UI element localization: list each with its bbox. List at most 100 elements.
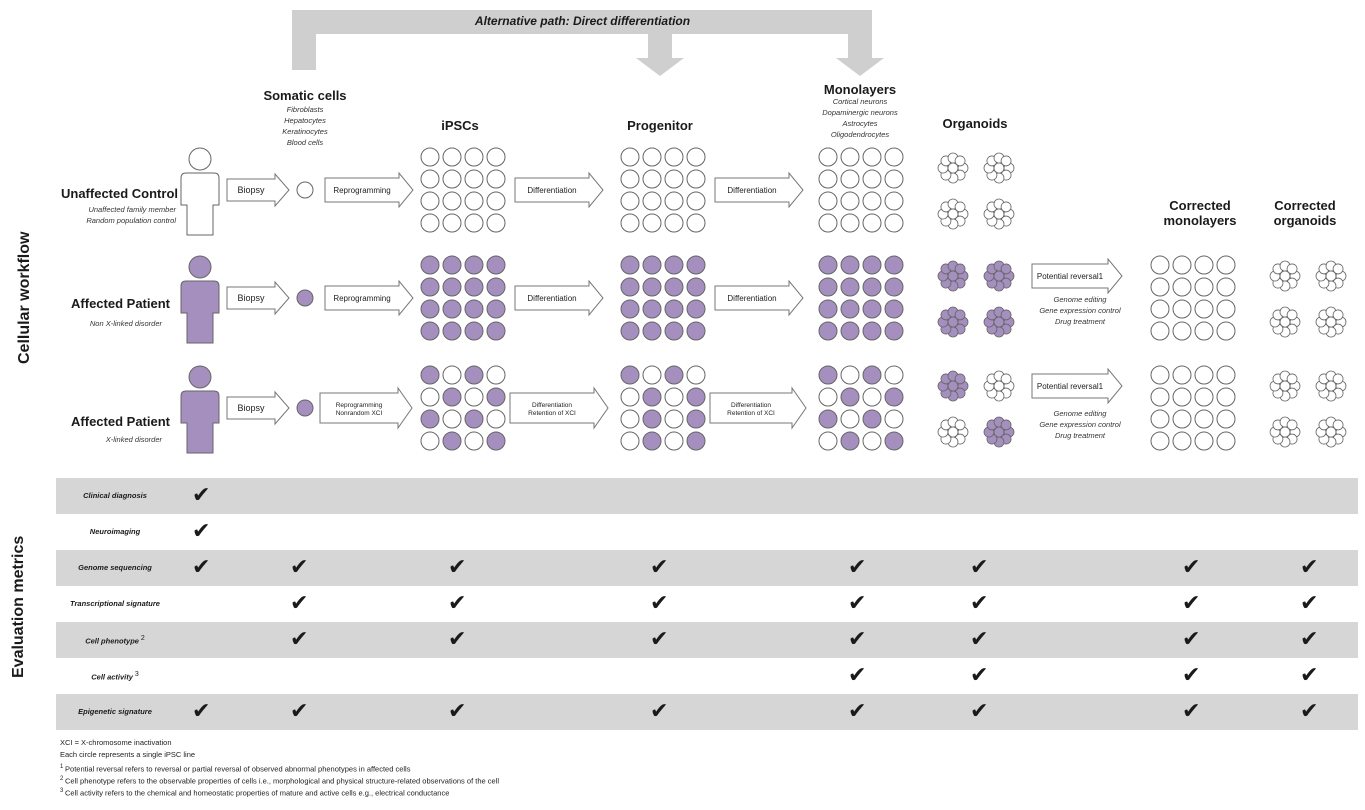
cell-line-circle — [884, 409, 904, 429]
reprogramming-arrow-shape — [324, 171, 414, 209]
organoid-cell — [1325, 380, 1337, 392]
check-mark-icon: ✔ — [192, 555, 211, 580]
person-body — [180, 280, 220, 344]
cell-line-circle — [620, 409, 640, 429]
cell-line-circle — [642, 387, 662, 407]
footnote-line: 1 Potential reversal refers to reversal … — [60, 764, 411, 774]
cell-line-circle — [1150, 255, 1170, 275]
organoid-icon — [1269, 306, 1301, 338]
check-mark-icon: ✔ — [848, 627, 867, 652]
cell-line-circle — [464, 191, 484, 211]
row-xlinked-title: Affected Patient — [71, 414, 170, 429]
cell-line-circle — [464, 387, 484, 407]
reprogramming-xci-arrow-shape — [319, 386, 413, 430]
cell-line-circle — [1194, 299, 1214, 319]
biopsy-arrow: Biopsy — [226, 172, 290, 208]
cell-line-circle — [1150, 365, 1170, 385]
stage-progenitor-title: Progenitor — [627, 118, 693, 133]
organoid-cell — [1325, 316, 1337, 328]
cell-line-circle — [862, 299, 882, 319]
check-mark-icon: ✔ — [970, 627, 989, 652]
check-mark-icon: ✔ — [192, 483, 211, 508]
cell-line-circle — [1172, 409, 1192, 429]
cell-line-circle — [818, 255, 838, 275]
cell-line-circle — [620, 277, 640, 297]
cell-line-circle — [840, 191, 860, 211]
cell-line-circle — [486, 169, 506, 189]
cell-line-circle — [1150, 431, 1170, 451]
cell-line-circle — [620, 365, 640, 385]
cell-line-circle — [642, 299, 662, 319]
row-control-title: Unaffected Control — [61, 186, 178, 201]
differentiation-arrow-label: Differentiation — [527, 294, 576, 303]
cell-line-circle — [486, 387, 506, 407]
metric-label: Genome sequencing — [78, 563, 152, 572]
cell-line-circle — [818, 213, 838, 233]
cell-line-circle — [420, 299, 440, 319]
cell-line-circle — [664, 277, 684, 297]
cell-line-circle — [840, 213, 860, 233]
cell-line-circle — [1172, 431, 1192, 451]
potential-reversal-arrow: Potential reversal1 — [1031, 257, 1123, 295]
organoid-cell — [993, 316, 1005, 328]
cell-line-circle — [642, 191, 662, 211]
organoid-cell — [1286, 373, 1298, 385]
cell-line-circle — [686, 191, 706, 211]
differentiation-arrow-shape — [514, 279, 604, 317]
organoid-cell — [1332, 263, 1344, 275]
metric-label: Transcriptional signature — [70, 599, 160, 608]
cell-line-circle — [664, 299, 684, 319]
cell-line-circle — [1194, 409, 1214, 429]
cell-line-circle — [686, 299, 706, 319]
organoid-cell — [954, 155, 966, 167]
potential-reversal-arrow: Potential reversal1 — [1031, 367, 1123, 405]
cell-line-circle — [818, 387, 838, 407]
cell-line-circle — [664, 191, 684, 211]
metric-label: Cell phenotype 2 — [85, 635, 145, 646]
cell-line-circle — [840, 409, 860, 429]
cell-line-circle — [442, 213, 462, 233]
organoid-cell — [1286, 309, 1298, 321]
organoid-icon — [983, 416, 1015, 448]
cell-line-circle — [686, 147, 706, 167]
monolayer-grid-control — [818, 147, 904, 233]
differentiation-xci-arrow-shape — [509, 386, 609, 430]
cell-line-circle — [486, 213, 506, 233]
cell-line-circle — [1172, 387, 1192, 407]
cell-line-circle — [884, 277, 904, 297]
organoid-cell — [947, 380, 959, 392]
organoid-icon — [937, 306, 969, 338]
cell-line-circle — [664, 321, 684, 341]
cell-line-circle — [620, 169, 640, 189]
cell-line-circle — [1172, 299, 1192, 319]
cell-line-circle — [1150, 299, 1170, 319]
cell-line-circle — [664, 387, 684, 407]
cell-line-circle — [420, 191, 440, 211]
cell-line-circle — [1216, 299, 1236, 319]
cell-line-circle — [642, 169, 662, 189]
corrected-organoids-patient — [1269, 260, 1347, 338]
cell-line-circle — [1216, 387, 1236, 407]
check-mark-icon: ✔ — [970, 699, 989, 724]
cell-line-circle — [486, 255, 506, 275]
reprogramming-arrow-label: Reprogramming — [333, 294, 390, 303]
potential-reversal-arrow-shape — [1031, 367, 1123, 405]
somatic-cell — [296, 399, 314, 417]
person-head — [188, 365, 212, 389]
reprogramming-xci-arrow-label: Reprogramming — [336, 402, 383, 409]
footnote-line: 3 Cell activity refers to the chemical a… — [60, 788, 450, 798]
organoid-cell — [1286, 263, 1298, 275]
cell-line-circle — [686, 431, 706, 451]
cell-line-circle — [1150, 387, 1170, 407]
progenitor-grid-xlinked — [620, 365, 706, 451]
ipsc-grid-control — [420, 147, 506, 233]
cell-line-circle — [1150, 277, 1170, 297]
differentiation-arrow: Differentiation — [714, 171, 804, 209]
organoid-cell — [1000, 309, 1012, 321]
organoid-cell — [954, 309, 966, 321]
differentiation-arrow-shape — [514, 171, 604, 209]
cell-line-circle — [642, 255, 662, 275]
cell-line-circle — [442, 299, 462, 319]
